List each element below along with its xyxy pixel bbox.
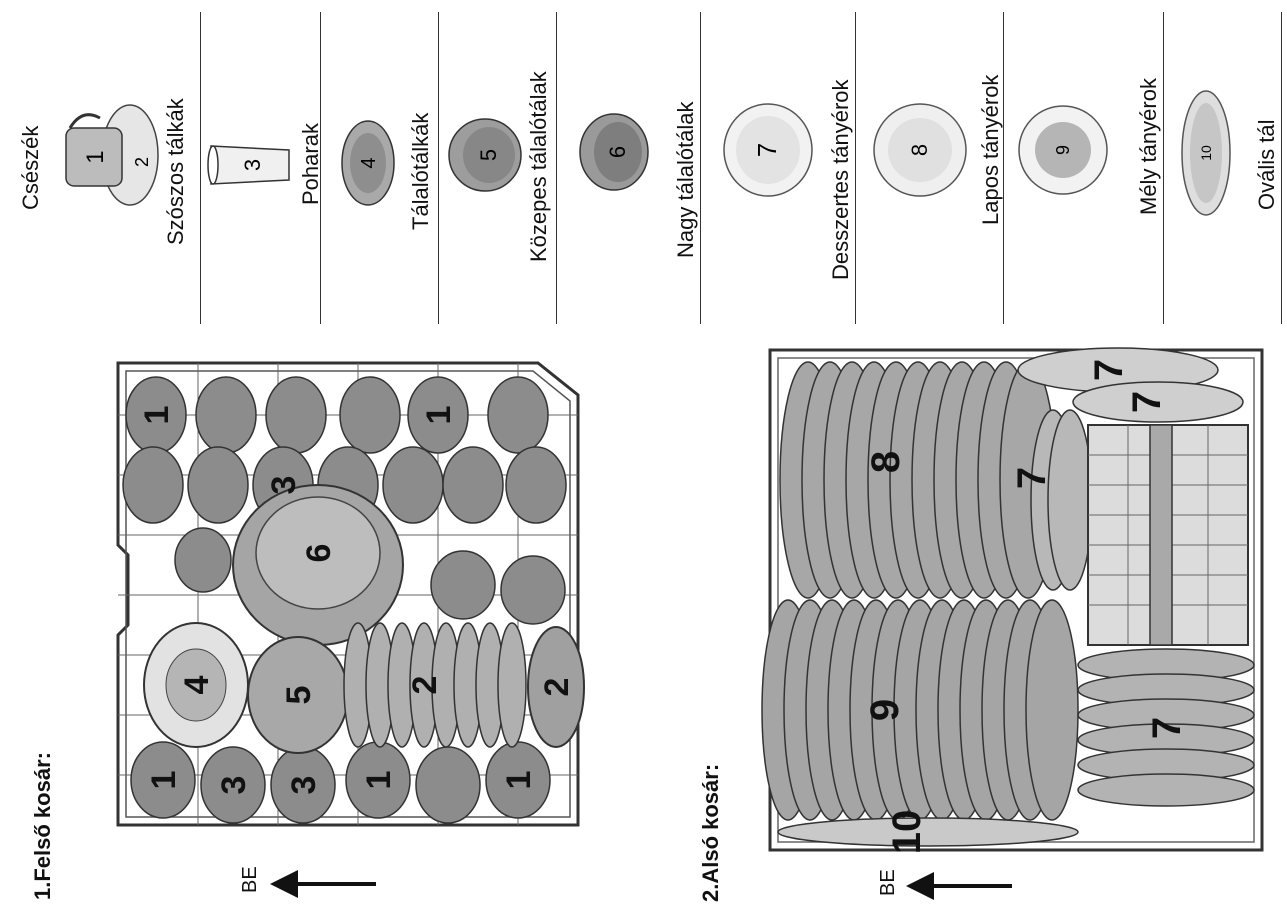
legend-number: 8 [907,144,932,156]
legend-label-dessert-plates: Desszertes tányérok [828,79,853,280]
upper-basket-title: 1.Felső kosár: [30,752,55,900]
lower-direction-label: BE [877,869,899,896]
upper-basket: 1 1 1 1 1 3 3 3 6 4 5 2 2 [116,361,585,827]
oval-platter-icon: 10 [1181,90,1231,216]
upper-item-number: 3 [215,776,253,795]
legend-number: 5 [476,149,501,161]
medium-dish-icon: 5 [448,118,522,192]
soup-plate-icon: 9 [1018,105,1108,195]
legend-label-large-serving-dishes: Nagy tálalótálak [673,101,698,258]
upper-direction-label: BE [239,866,261,893]
upper-item-number: 6 [300,544,338,563]
bowl-icon: 4 [341,120,395,206]
legend-number: 9 [1053,145,1073,155]
legend-number: 7 [752,143,782,157]
glass-icon: 3 [207,145,290,185]
dessert-plate-icon: 7 [723,103,813,197]
lower-item-number: 10 [885,810,929,855]
legend-divider [1003,12,1004,324]
lower-item-number: 7 [1145,717,1189,739]
legend-number: 4 [358,157,380,168]
legend-number: 3 [240,159,265,171]
legend-label-oval-platter: Ovális tál [1254,119,1279,210]
legend-divider [700,12,701,324]
lower-item-number: 9 [863,699,907,721]
upper-item-number: 3 [265,476,303,495]
legend-label-medium-serving-dishes: Közepes tálalótálak [526,71,551,262]
lower-item-number: 8 [864,451,908,473]
legend-divider [855,12,856,324]
lower-basket-title: 2.Alsó kosár: [698,763,723,902]
lower-item-number: 7 [1087,359,1131,381]
legend-label-soup-plates: Mély tányérok [1136,78,1161,215]
upper-item-number: 5 [280,686,318,705]
upper-item-number: 1 [138,406,176,425]
upper-direction-arrow [270,870,376,898]
legend-label-dinner-plates: Lapos tányérok [978,74,1003,225]
legend-divider [1281,12,1282,324]
upper-item-number: 1 [145,771,183,790]
legend-label-serving-bowls: Tálalótálkák [408,112,433,230]
lower-direction-arrow [906,872,1012,900]
upper-item-number: 1 [360,771,398,790]
legend-divider [200,12,201,324]
upper-item-number: 3 [285,776,323,795]
legend-label-glasses: Poharak [298,123,323,205]
legend-divider [556,12,557,324]
legend-number: 2 [132,157,152,167]
upper-item-number: 4 [178,675,216,694]
legend-divider [1163,12,1164,324]
legend-number: 10 [1198,145,1214,161]
upper-item-number: 2 [406,676,444,695]
lower-item-number: 7 [1010,467,1054,489]
upper-item-number: 2 [538,678,576,697]
cup-icon: 1 2 [65,104,159,206]
upper-item-number: 1 [500,771,538,790]
large-dish-icon: 6 [579,113,649,191]
dinner-plate-icon: 8 [873,103,967,197]
legend-divider [320,12,321,324]
legend-number: 1 [82,150,109,163]
legend-number: 6 [605,146,630,158]
legend-divider [438,12,439,324]
lower-basket: 8 7 7 7 7 9 10 [761,347,1264,855]
upper-item-number: 1 [420,406,458,425]
legend-label-cups: Csészék [18,125,43,210]
lower-item-number: 7 [1125,391,1169,413]
